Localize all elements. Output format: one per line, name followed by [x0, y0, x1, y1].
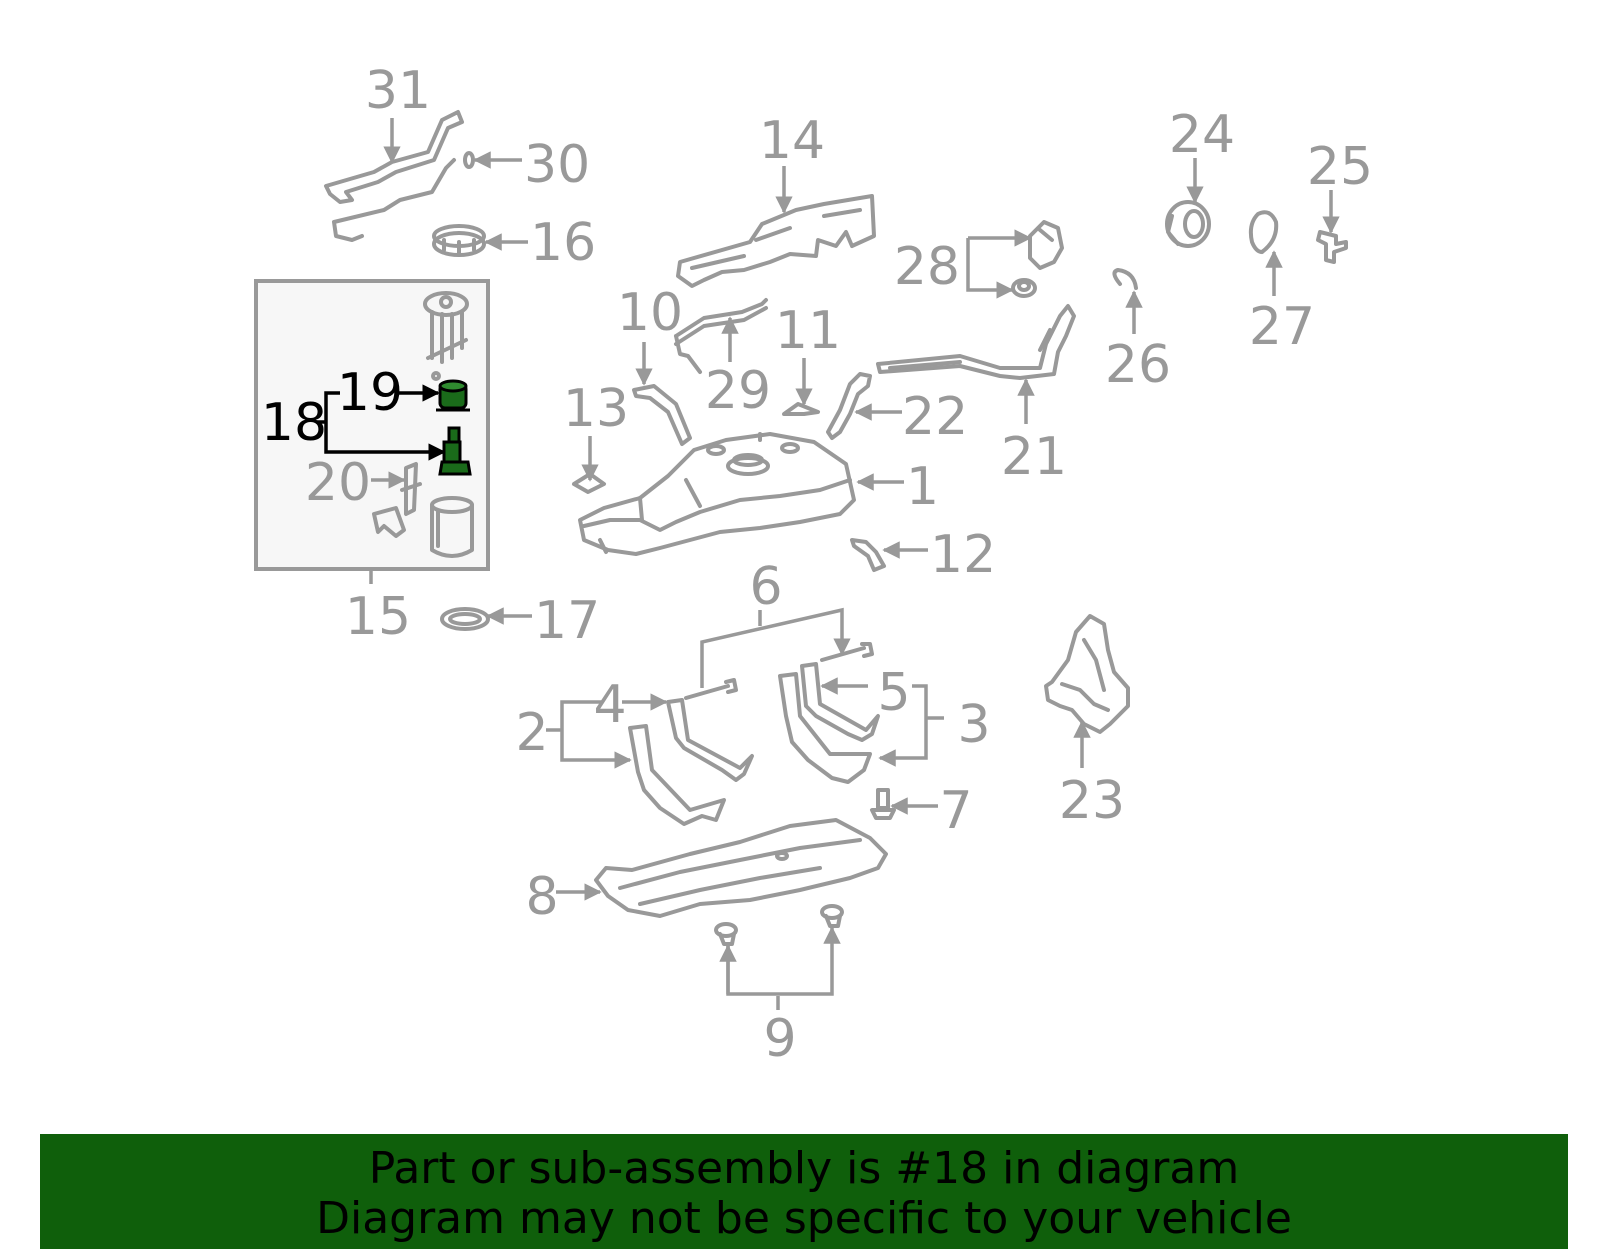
callout-30: 30 [524, 135, 590, 195]
fuel-pump-module-inset [254, 279, 490, 571]
part-14-heat-shield [676, 194, 876, 288]
part-15-pump-assembly-top [423, 291, 469, 381]
part-7-bolt [870, 788, 896, 820]
callout-6: 6 [749, 557, 782, 617]
callout-19: 19 [337, 363, 403, 423]
callout-21: 21 [1001, 427, 1067, 487]
part-26-clip [1112, 268, 1138, 290]
callout-27: 27 [1249, 297, 1315, 357]
part-30-clip [463, 151, 475, 169]
part-16-retainer-ring [432, 224, 486, 257]
part-17-gasket [440, 607, 490, 631]
part-27-seal [1248, 210, 1279, 254]
callout-11: 11 [775, 301, 841, 361]
part-8-skid-plate [594, 818, 888, 918]
callout-10: 10 [617, 283, 683, 343]
banner-disclaimer: Diagram may not be specific to your vehi… [316, 1193, 1292, 1244]
banner-part-note: Part or sub-assembly is #18 in diagram [368, 1143, 1240, 1194]
part-21-filler-neck [876, 304, 1076, 380]
part-3-tank-strap [778, 662, 880, 784]
callout-5: 5 [877, 663, 910, 723]
part-19-fuel-filter-highlighted [436, 379, 470, 412]
callout-2: 2 [515, 703, 548, 763]
part-4-bolt [684, 678, 738, 700]
callout-13: 13 [563, 379, 629, 439]
callout-20: 20 [305, 453, 371, 513]
callout-17: 17 [534, 591, 600, 651]
part-2-tank-strap [628, 698, 754, 826]
callout-31: 31 [365, 61, 431, 121]
callout-22: 22 [902, 387, 968, 447]
part-24-filler-door [1165, 200, 1211, 248]
callout-4: 4 [593, 675, 626, 735]
callout-16: 16 [530, 213, 596, 273]
callout-24: 24 [1169, 105, 1235, 165]
part-11-bracket [782, 402, 820, 416]
callout-26: 26 [1105, 335, 1171, 395]
callout-labels: 31 30 16 14 24 25 28 26 27 10 29 11 13 2… [261, 61, 1373, 1069]
callout-28: 28 [894, 237, 960, 297]
part-6-bolt [820, 642, 874, 662]
part-20-sender-unit [372, 462, 422, 538]
part-9-nuts [714, 904, 844, 946]
leader-lines [316, 118, 1340, 1010]
part-12-bracket [850, 538, 886, 572]
part-18-fuel-pump-highlighted [438, 426, 472, 476]
info-banner: Part or sub-assembly is #18 in diagram D… [40, 1134, 1568, 1249]
callout-8: 8 [525, 867, 558, 927]
callout-29: 29 [705, 361, 771, 421]
part-25-clip [1316, 230, 1348, 264]
callout-1: 1 [906, 457, 939, 517]
part-13-strap [632, 384, 692, 446]
callout-23: 23 [1059, 771, 1125, 831]
part-23-heat-insulator [1044, 614, 1130, 734]
part-15-filter-canister [430, 496, 474, 558]
callout-15: 15 [345, 587, 411, 647]
callout-18: 18 [261, 393, 327, 453]
part-1-fuel-tank [578, 432, 856, 556]
part-31-fuel-line-bracket [324, 110, 464, 242]
callout-14: 14 [759, 111, 825, 171]
callout-9: 9 [763, 1009, 796, 1069]
callout-25: 25 [1307, 137, 1373, 197]
callout-12: 12 [930, 525, 996, 585]
callout-3: 3 [957, 695, 990, 755]
part-28-fuel-cap-and-grommet [1011, 220, 1064, 298]
callout-7: 7 [939, 781, 972, 841]
part-22-vent-tube [826, 372, 872, 440]
